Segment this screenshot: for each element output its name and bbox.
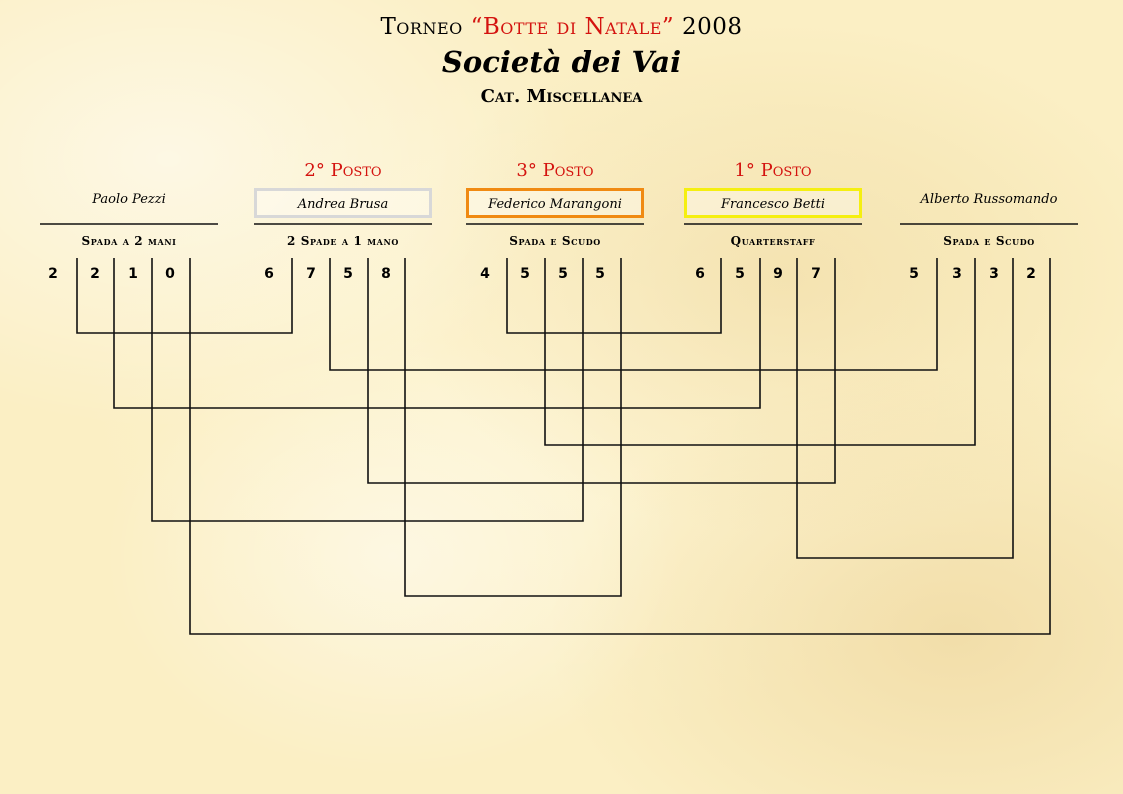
bout-connector (404, 258, 622, 597)
bout-score: 5 (343, 266, 353, 282)
bout-score: 5 (909, 266, 919, 282)
bout-score: 9 (773, 266, 783, 282)
bout-score: 5 (520, 266, 530, 282)
bout-score: 6 (264, 266, 274, 282)
fencer-name: Federico Marangoni (466, 188, 644, 218)
weapon-label: Spada e Scudo (943, 234, 1035, 248)
bout-score: 6 (695, 266, 705, 282)
bout-connector (367, 258, 836, 484)
bout-score: 0 (165, 266, 175, 282)
bout-score: 2 (1026, 266, 1036, 282)
bout-score: 5 (595, 266, 605, 282)
fencer-name: Alberto Russomando (920, 192, 1058, 207)
bout-score: 1 (128, 266, 138, 282)
placement-label: 2° Posto (304, 160, 382, 181)
title-highlight: “Botte di Natale” (470, 14, 675, 40)
placement-label: 1° Posto (734, 160, 812, 181)
bout-connector (544, 258, 976, 446)
bout-connector (76, 258, 293, 334)
bout-score: 3 (952, 266, 962, 282)
title-prefix: Torneo (380, 14, 471, 40)
weapon-label: Spada e Scudo (509, 234, 601, 248)
bout-connector (329, 258, 938, 371)
bout-score: 3 (989, 266, 999, 282)
fencer-name: Andrea Brusa (254, 188, 432, 218)
society-name: Società dei Vai (441, 45, 682, 79)
weapon-label: 2 Spade a 1 mano (287, 234, 399, 248)
fencer-name: Paolo Pezzi (92, 192, 166, 207)
bout-score: 7 (306, 266, 316, 282)
placement-label: 3° Posto (516, 160, 594, 181)
bout-score: 5 (735, 266, 745, 282)
fencer-name: Francesco Betti (684, 188, 862, 218)
bout-score: 7 (811, 266, 821, 282)
bout-score: 5 (558, 266, 568, 282)
bout-connector (189, 258, 1051, 635)
bout-score: 4 (480, 266, 490, 282)
bout-score: 2 (48, 266, 58, 282)
weapon-label: Quarterstaff (730, 234, 816, 248)
title-suffix: 2008 (674, 14, 743, 40)
bout-score: 8 (381, 266, 391, 282)
bout-connector (796, 258, 1014, 559)
weapon-label: Spada a 2 mani (81, 234, 177, 248)
tournament-title: Torneo “Botte di Natale” 2008 (0, 14, 1123, 40)
category-label: Cat. Miscellanea (480, 86, 643, 107)
bout-connector (113, 258, 761, 409)
bout-connector (506, 258, 722, 334)
bout-connector (151, 258, 584, 522)
bout-score: 2 (90, 266, 100, 282)
